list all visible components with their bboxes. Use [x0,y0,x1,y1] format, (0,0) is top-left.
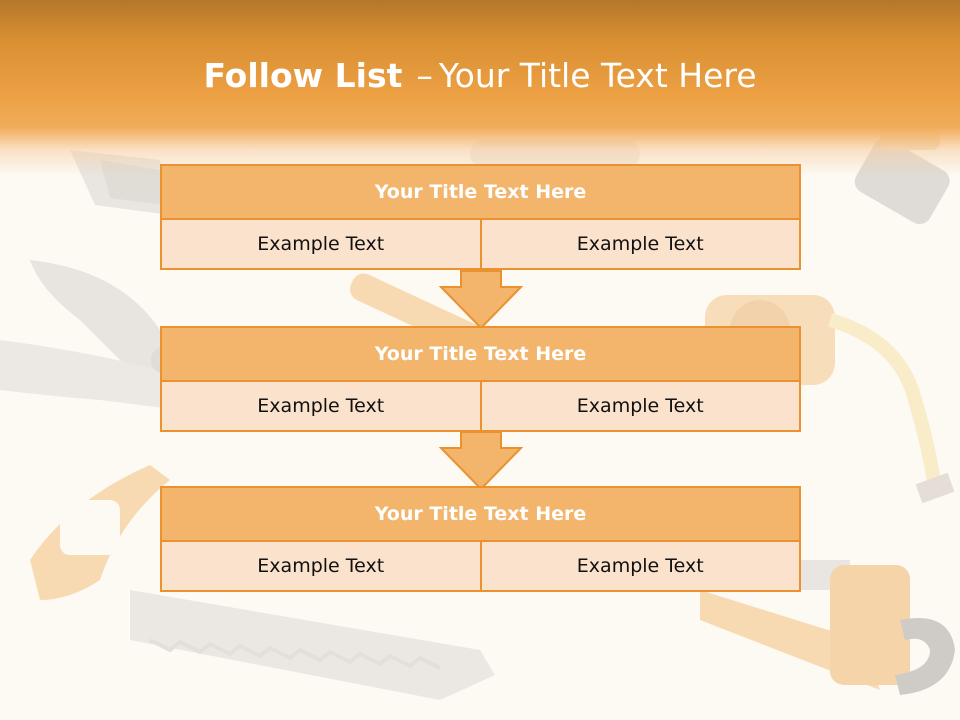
block-cell-right[interactable]: Example Text [479,542,801,592]
block-title[interactable]: Your Title Text Here [160,486,801,542]
block-cell-left[interactable]: Example Text [160,542,482,592]
pipe-wrench-icon [700,560,955,695]
block-cell-right[interactable]: Example Text [479,382,801,432]
block-row: Example Text Example Text [160,382,801,432]
header-band [0,0,960,175]
down-arrow-icon [438,270,524,330]
list-block-3: Your Title Text Here Example Text Exampl… [160,486,801,592]
block-cell-left[interactable]: Example Text [160,220,482,270]
block-title[interactable]: Your Title Text Here [160,326,801,382]
list-block-1: Your Title Text Here Example Text Exampl… [160,164,801,270]
block-cell-left[interactable]: Example Text [160,382,482,432]
handsaw-icon [30,465,495,700]
down-arrow-icon [438,431,524,491]
slide-title-separator: – [416,56,433,95]
block-cell-right[interactable]: Example Text [479,220,801,270]
block-row: Example Text Example Text [160,220,801,270]
slide-title-bold: Follow List [203,56,403,95]
slide-title-rest: Your Title Text Here [438,56,757,95]
slide-title: Follow List–Your Title Text Here [0,54,960,98]
block-row: Example Text Example Text [160,542,801,592]
block-title[interactable]: Your Title Text Here [160,164,801,220]
list-block-2: Your Title Text Here Example Text Exampl… [160,326,801,432]
